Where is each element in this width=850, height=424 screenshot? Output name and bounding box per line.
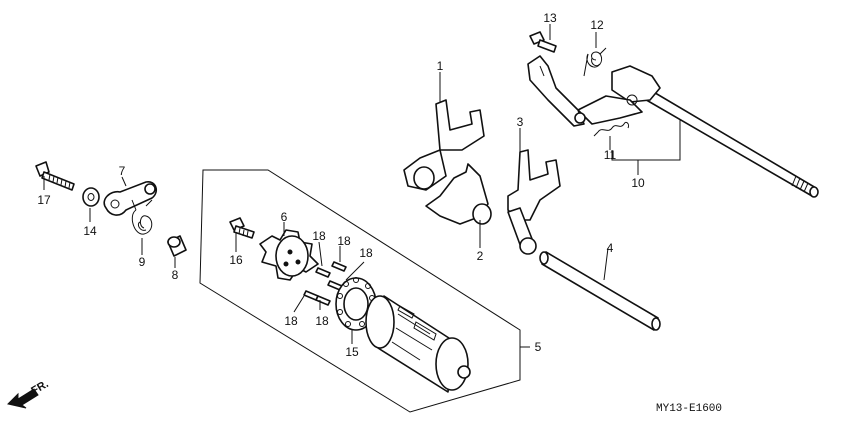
shift-fork-3 [507,149,561,255]
drum-assembly-group-box [199,169,521,413]
label-8: 8 [172,268,179,282]
label-18c: 18 [359,246,373,260]
label-15: 15 [345,345,359,359]
label-1: 1 [437,59,444,73]
bolt-17 [35,161,75,191]
label-11: 11 [604,148,617,162]
spring-11 [593,121,629,137]
fr-direction-label: FR. [29,378,50,397]
label-5: 5 [535,340,542,354]
label-3: 3 [517,115,524,129]
fork-shaft-4 [539,251,661,331]
spring-12 [583,47,607,77]
label-18a: 18 [312,229,326,243]
label-18b: 18 [337,234,351,248]
label-7: 7 [119,164,126,178]
bolt-16 [229,217,255,239]
label-18e: 18 [315,314,329,328]
fr-arrow-icon: FR. [7,378,51,409]
shift-fork-1 [403,99,485,191]
shift-arm-plate [527,55,586,127]
label-2: 2 [477,249,484,263]
washer-14 [82,187,100,207]
label-6: 6 [281,210,288,224]
label-10: 10 [631,176,645,190]
label-14: 14 [83,224,97,238]
label-13: 13 [543,11,557,25]
label-16: 16 [229,253,243,267]
pin-18 [303,261,347,306]
label-18d: 18 [284,314,298,328]
diagram-code: MY13-E1600 [656,403,722,415]
spring-9 [131,199,153,235]
label-17: 17 [37,193,51,207]
drum-center-6 [259,229,319,281]
label-9: 9 [139,255,146,269]
label-12: 12 [590,18,604,32]
shift-fork-2 [425,163,492,225]
shift-drum-5 [365,295,471,393]
stopper-arm-7 [103,181,158,216]
collar-8 [167,235,187,257]
bolt-13 [529,31,557,53]
gearshift-spindle-10 [577,65,819,198]
label-4: 4 [607,241,614,255]
